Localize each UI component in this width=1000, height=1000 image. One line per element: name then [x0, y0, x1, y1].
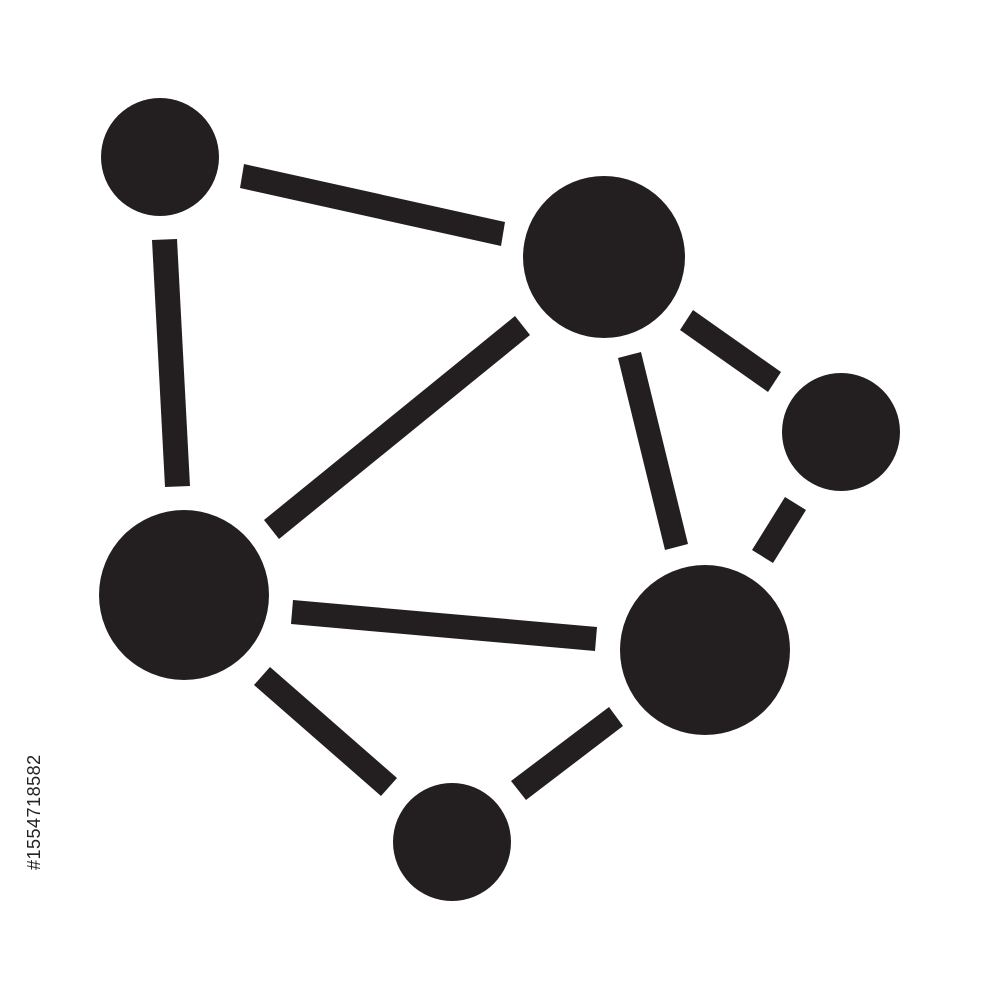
node-circle	[101, 98, 219, 216]
node-circle	[782, 373, 900, 491]
node-circle	[393, 783, 511, 901]
edge-line	[511, 707, 623, 800]
edge-line	[680, 310, 781, 392]
edge-line	[152, 239, 190, 487]
node-circle	[620, 565, 790, 735]
network-edges	[152, 164, 806, 800]
edge-line	[618, 352, 688, 550]
node-circle	[523, 176, 685, 338]
edge-line	[291, 600, 597, 651]
edge-line	[264, 316, 530, 539]
edge-line	[240, 164, 505, 246]
edge-line	[254, 667, 397, 796]
stock-id-label: #1554718582	[24, 754, 44, 870]
network-nodes	[99, 98, 900, 901]
edge-line	[752, 497, 806, 563]
node-circle	[99, 510, 269, 680]
